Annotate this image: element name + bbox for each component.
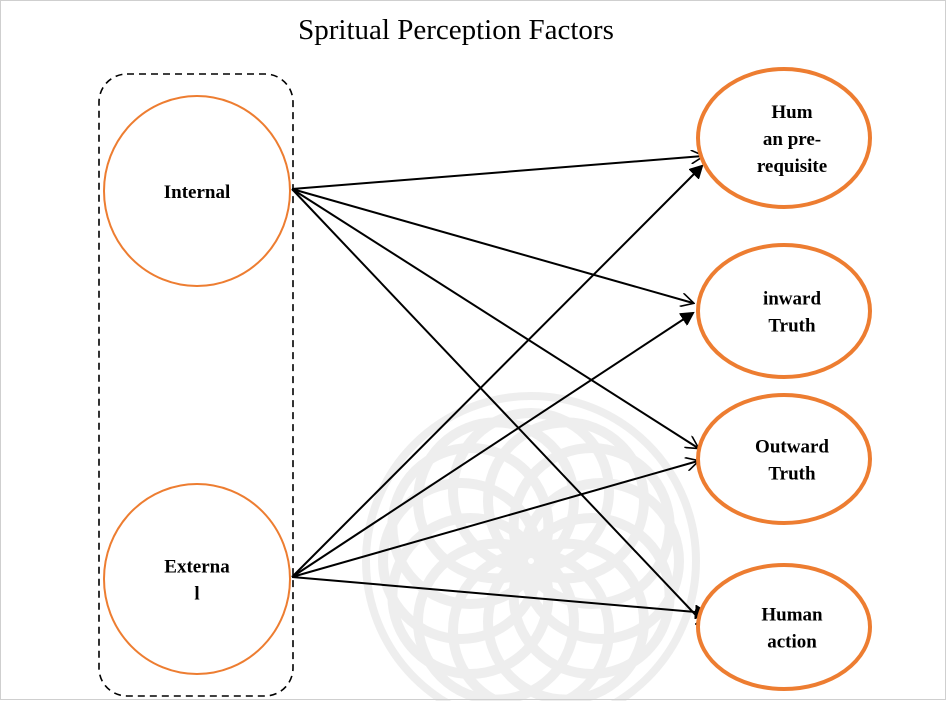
edges-layer: [291, 156, 708, 628]
watermark-arc: [378, 478, 544, 644]
watermark-arc: [448, 408, 614, 574]
watermark-ring: [362, 392, 700, 701]
arrow-internal-to-inward-truth: [291, 188, 693, 303]
target-label-line: Truth: [768, 464, 816, 485]
target-ellipse: [696, 563, 872, 691]
watermark-pattern: [362, 392, 700, 701]
source-label-line: l: [194, 584, 199, 605]
watermark-arc: [387, 513, 554, 679]
source-node-external: Externa l: [103, 483, 291, 675]
target-label-line: Human: [761, 605, 823, 626]
target-label-line: Outward: [755, 437, 829, 458]
source-label-line: Internal: [164, 182, 231, 203]
watermark-arc: [413, 417, 579, 584]
diagram-title: Spritual Perception Factors: [298, 14, 614, 46]
target-label-line: action: [767, 632, 817, 653]
watermark-arc: [518, 478, 684, 644]
arrow-internal-to-outward-truth: [291, 188, 698, 448]
arrow-external-to-human-action: [291, 576, 707, 613]
target-node-human-prerequisite: Hum an pre-requisite: [696, 67, 872, 209]
arrow-external-to-human-prerequisite: [291, 166, 702, 578]
watermark-arc: [448, 548, 614, 701]
arrow-internal-to-human-prerequisite: [291, 156, 703, 190]
watermark-arc: [483, 417, 649, 584]
source-node-internal: Internal: [103, 95, 291, 287]
target-label-line: an pre-: [763, 129, 821, 150]
arrow-external-to-inward-truth: [291, 313, 693, 578]
target-label-line: requisite: [757, 156, 827, 177]
target-label-line: Truth: [768, 316, 816, 337]
target-ellipse: [696, 243, 872, 379]
watermark-arc: [387, 443, 554, 609]
target-label-line: inward: [763, 289, 822, 310]
source-ellipse: [103, 95, 291, 287]
arrow-external-to-outward-truth: [291, 461, 698, 578]
source-label-line: Externa: [164, 557, 230, 578]
target-node-human-action: Human action: [696, 563, 872, 691]
arrow-internal-to-human-action: [291, 188, 708, 628]
target-label-line: Hum: [771, 102, 812, 123]
watermark-arc: [508, 443, 675, 609]
source-ellipse: [103, 483, 291, 675]
target-ellipse: [696, 67, 872, 209]
target-ellipse: [696, 393, 872, 525]
